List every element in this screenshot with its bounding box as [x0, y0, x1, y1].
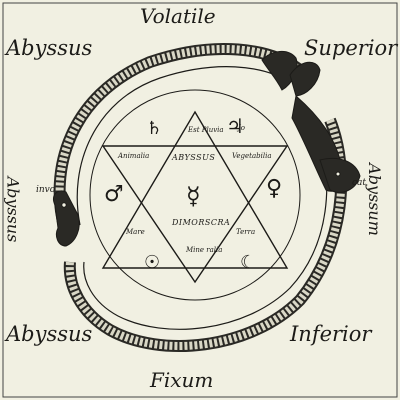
- sun-icon: ☉: [144, 252, 161, 273]
- hexagram: [101, 110, 289, 284]
- mars-icon: ♂: [104, 182, 124, 207]
- moon-icon: ☾: [240, 252, 257, 273]
- label-bottom-right: Inferior: [290, 322, 372, 346]
- saturn-icon: ♄: [146, 118, 163, 139]
- ouroboros-serpent: [53, 43, 348, 352]
- winged-dragon: [261, 51, 361, 193]
- triangle-down: [101, 145, 289, 284]
- hex-lower-right: Terra: [236, 228, 256, 236]
- hex-top-tip: Est Pluvia: [188, 126, 224, 134]
- hex-bottom-tip: Mine ralia: [186, 246, 223, 254]
- serpent-head-left: [52, 190, 80, 247]
- label-left-vertical: Abyssus: [3, 176, 23, 243]
- jupiter-icon: ♃: [226, 114, 244, 138]
- label-top-right: Superior: [304, 36, 398, 60]
- hex-lower-left: Mare: [126, 228, 145, 236]
- hex-upper-right: Vegetabilia: [232, 152, 272, 160]
- label-left-small: invo: [36, 185, 56, 195]
- hex-upper-left: Animalia: [118, 152, 150, 160]
- label-top-left: Abyssus: [6, 36, 93, 60]
- triangle-up: [101, 110, 289, 269]
- hex-center-upper: ABYSSUS: [172, 153, 216, 162]
- label-bottom-left: Abyssus: [6, 322, 93, 346]
- label-top: Volatile: [140, 4, 216, 28]
- mercury-icon: ☿: [186, 182, 201, 210]
- label-right-small: cat: [352, 178, 367, 188]
- venus-icon: ♀: [266, 176, 283, 201]
- hex-center-lower: DIMORSCRA: [172, 218, 231, 227]
- label-bottom: Fixum: [150, 368, 214, 392]
- label-right-vertical: Abyssum: [364, 163, 384, 236]
- inner-circle: [89, 89, 301, 301]
- hex-top-right-note: Jo: [238, 124, 246, 132]
